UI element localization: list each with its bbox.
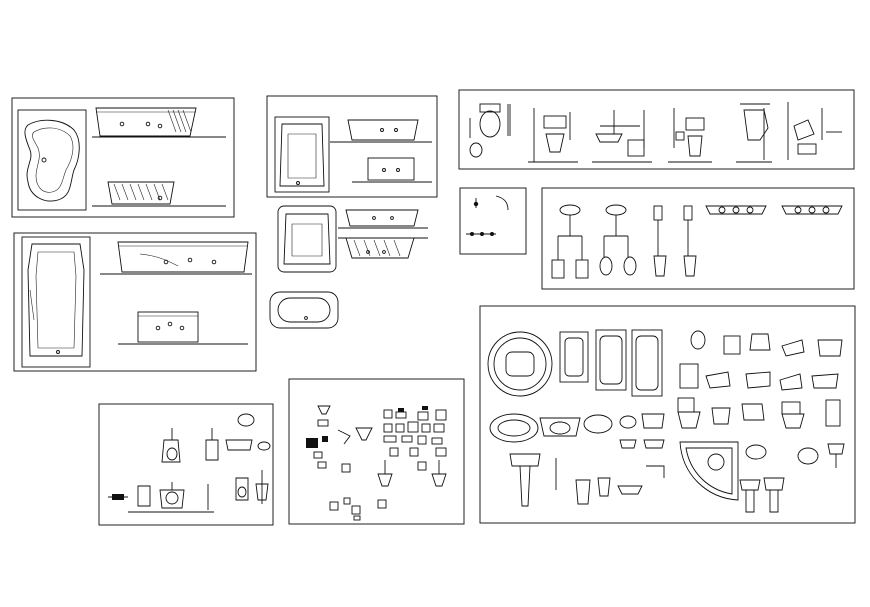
- panel-urinal-plans: [98, 403, 274, 526]
- washbasin-catalog-icon: [489, 413, 665, 449]
- panel-toilet-elevations: [458, 89, 855, 170]
- compact-bathtub-side-elevation-icon: [338, 209, 428, 229]
- panel-fittings-key: [459, 187, 527, 255]
- square-bathtub-side-elevation-icon: [330, 119, 432, 143]
- panel-rectangular-bathtub: [13, 232, 257, 372]
- pedestal-basin-icon: [509, 453, 785, 513]
- fitting-symbol-icon: [466, 195, 509, 236]
- freeform-bathtub-side-elevation-icon: [92, 107, 226, 138]
- freeform-bathtub-end-elevation-icon: [92, 181, 226, 207]
- urinal-pipework-elevation-icon: [551, 204, 589, 279]
- panel-sanitaryware-catalog: [479, 305, 856, 524]
- compact-bathtub-plan-icon: [277, 205, 337, 273]
- wall-basin-elevation-icon: [787, 102, 842, 160]
- panel-square-bathtub: [266, 95, 438, 198]
- round-bathtub-plan-icon: [487, 331, 553, 397]
- urinal-catalog-icon: [555, 458, 665, 505]
- urinal-plan-icon: [161, 413, 271, 504]
- freeform-bathtub-plan-icon: [17, 109, 87, 211]
- urinal-top-plan-icon: [705, 205, 843, 215]
- toilet-catalog-icon: [679, 330, 843, 391]
- urinal-pipework-elevation-2-icon: [599, 204, 637, 276]
- floor-urinal-icon: [108, 482, 214, 513]
- panel-freeform-bathtub: [11, 97, 235, 218]
- basin-grab-bar-elevation-icon: [592, 110, 652, 163]
- compact-bathtub-end-elevation-icon: [338, 237, 428, 259]
- cistern-toilet-elevation-icon: [677, 397, 841, 429]
- square-bathtub-plan-icon: [274, 116, 330, 193]
- wc-grab-bar-elevation-icon: [528, 108, 578, 163]
- toilet-plan-icon: [469, 103, 511, 158]
- sink-catalog-icon: [745, 443, 845, 468]
- pipe-fitting-icon: [306, 405, 447, 521]
- toilet-side-elevation-icon: [736, 103, 772, 163]
- square-bathtub-end-elevation-icon: [352, 157, 432, 183]
- rectangular-bathtub-end-elevation-icon: [118, 311, 248, 345]
- small-bathtub-plan-icon: [559, 331, 589, 383]
- panel-urinal-elevations: [541, 187, 855, 290]
- long-bathtub-plan-icon: [595, 329, 663, 397]
- panel-corner-bathtub: [269, 205, 428, 329]
- urinal-side-elevation-icon: [653, 205, 697, 277]
- accessible-toilet-elevation-icon: [668, 108, 712, 163]
- rectangular-bathtub-side-elevation-icon: [100, 241, 252, 275]
- panel-pipe-fittings: [288, 378, 465, 525]
- rectangular-bathtub-plan-icon: [21, 236, 91, 368]
- oval-bathtub-plan-icon: [269, 291, 339, 329]
- corner-bathtub-plan-icon: [679, 441, 739, 501]
